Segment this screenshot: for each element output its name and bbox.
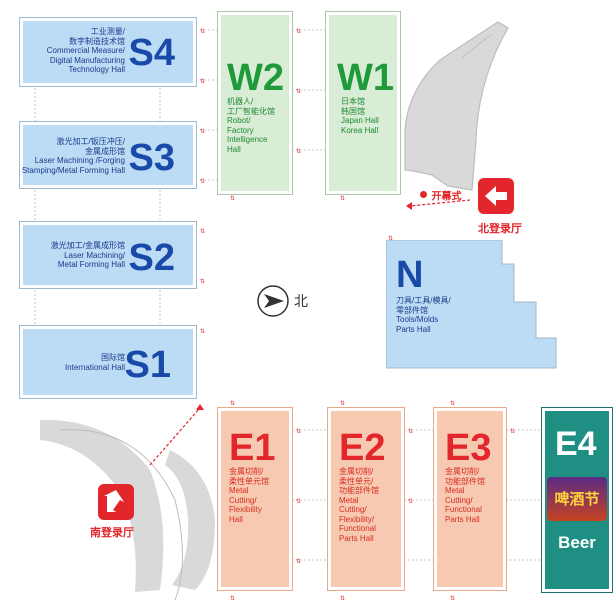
svg-text:⇅: ⇅ <box>510 428 515 435</box>
hall-n[interactable] <box>386 240 566 370</box>
hall-w1-code: W1 <box>337 57 394 99</box>
svg-text:⇅: ⇅ <box>200 78 205 85</box>
svg-text:⇅: ⇅ <box>340 400 345 407</box>
hall-e4[interactable]: E4 啤酒节 Beer <box>541 407 613 593</box>
north-lobby-icon <box>478 178 514 214</box>
svg-text:⇅: ⇅ <box>408 498 413 505</box>
compass-icon <box>257 285 289 317</box>
svg-text:⇅: ⇅ <box>296 558 301 565</box>
north-entrance-building <box>404 21 509 191</box>
hall-e1-code: E1 <box>229 427 276 469</box>
compass-label: 北 <box>294 294 308 310</box>
hall-w2-code: W2 <box>227 57 284 99</box>
hall-s1-code: S1 <box>124 344 171 386</box>
svg-text:⇅: ⇅ <box>450 595 455 602</box>
svg-text:⇅: ⇅ <box>296 498 301 505</box>
opening-dot-icon <box>420 191 427 199</box>
svg-text:⇅: ⇅ <box>200 328 205 335</box>
svg-text:⇅: ⇅ <box>408 428 413 435</box>
svg-text:⇅: ⇅ <box>200 228 205 235</box>
hall-s2-code: S2 <box>128 237 175 279</box>
svg-text:⇅: ⇅ <box>388 235 393 242</box>
svg-text:⇅: ⇅ <box>200 28 205 35</box>
svg-text:⇅: ⇅ <box>340 595 345 602</box>
hall-s4-code: S4 <box>128 32 175 74</box>
svg-text:⇅: ⇅ <box>230 400 235 407</box>
hall-n-code: N <box>396 254 424 296</box>
svg-text:⇅: ⇅ <box>200 278 205 285</box>
opening-ceremony: 开幕式 <box>420 186 461 204</box>
north-lobby-label: 北登录厅 <box>478 222 522 235</box>
beer-festival-sign: 啤酒节 <box>547 477 607 521</box>
hall-e3-code: E3 <box>445 427 492 469</box>
south-lobby-icon <box>98 484 134 520</box>
svg-text:⇅: ⇅ <box>200 128 205 135</box>
hall-e4-sub: Beer <box>558 533 596 552</box>
opening-ceremony-label: 开幕式 <box>431 191 462 203</box>
hall-e4-code: E4 <box>555 425 597 463</box>
svg-text:⇅: ⇅ <box>450 400 455 407</box>
hall-e2-code: E2 <box>339 427 386 469</box>
svg-text:⇅: ⇅ <box>340 195 345 202</box>
svg-text:⇅: ⇅ <box>296 148 301 155</box>
south-lobby-label: 南登录厅 <box>90 526 134 539</box>
svg-text:⇅: ⇅ <box>296 88 301 95</box>
svg-text:⇅: ⇅ <box>230 595 235 602</box>
svg-text:⇅: ⇅ <box>296 428 301 435</box>
svg-text:⇅: ⇅ <box>296 28 301 35</box>
svg-text:⇅: ⇅ <box>230 195 235 202</box>
hall-s3-code: S3 <box>128 137 175 179</box>
svg-text:⇅: ⇅ <box>200 178 205 185</box>
compass: 北 <box>256 284 308 323</box>
